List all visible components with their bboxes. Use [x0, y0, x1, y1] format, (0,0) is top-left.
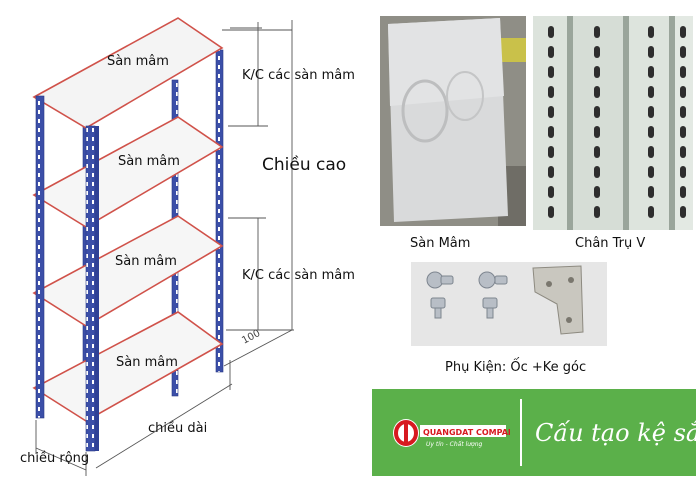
post-slot: [594, 166, 600, 178]
dimension-value: 100: [240, 328, 262, 347]
banner-title: Cấu tạo kệ sắt: [535, 419, 700, 447]
post-caption: Chân Trụ V: [575, 236, 646, 251]
post-slot: [548, 86, 554, 98]
post-slot: [594, 186, 600, 198]
post-slot: [548, 186, 554, 198]
post-slot: [648, 166, 654, 178]
spacing-label-bottom: K/C các sàn mâm: [242, 268, 355, 283]
post-slot: [594, 66, 600, 78]
shelf-3: [32, 215, 224, 327]
length-label: chiều dài: [148, 421, 208, 436]
accessories-caption: Phụ Kiện: Ốc +Ke góc: [445, 360, 587, 375]
panel-caption: Sàn Mâm: [410, 236, 471, 251]
post-slot: [594, 86, 600, 98]
post-slot: [648, 86, 654, 98]
post-slot: [680, 146, 686, 158]
post-slot: [594, 26, 600, 38]
post-slot: [548, 106, 554, 118]
post-slot: [548, 146, 554, 158]
post-slot: [648, 206, 654, 218]
front-right-post: [85, 125, 96, 452]
upright-post-photo: [533, 16, 693, 230]
post-slot: [648, 106, 654, 118]
shelf-diagram: 100: [32, 17, 294, 476]
post-slot: [648, 146, 654, 158]
post-slot: [594, 126, 600, 138]
logo-slogan: Uy tín - Chất lượng: [426, 441, 483, 448]
post-slot: [680, 66, 686, 78]
post-slot: [548, 46, 554, 58]
shelf-4: [32, 311, 224, 422]
post-slot: [680, 106, 686, 118]
post-slot: [680, 26, 686, 38]
post-slot: [680, 86, 686, 98]
post-slot: [648, 46, 654, 58]
post-slot: [548, 166, 554, 178]
post-slot: [548, 126, 554, 138]
shelf-label-4: Sàn mâm: [116, 355, 178, 370]
post-slot: [648, 26, 654, 38]
title-banner: QUANGDAT COMPANY Uy tín - Chất lượng Cấu…: [372, 389, 700, 476]
spacing-label-top: K/C các sàn mâm: [242, 68, 355, 83]
shelf-2: [32, 116, 224, 228]
height-dimension: [222, 20, 294, 367]
post-slot: [680, 46, 686, 58]
post-slot: [548, 66, 554, 78]
accessories-photo: [411, 262, 607, 346]
post-slot: [548, 26, 554, 38]
post-slot: [594, 46, 600, 58]
post-slot: [648, 126, 654, 138]
post-slot: [648, 66, 654, 78]
post-slot: [548, 206, 554, 218]
post-slot: [594, 206, 600, 218]
post-slot: [680, 166, 686, 178]
shelf-1: [32, 17, 224, 129]
post-slot: [594, 106, 600, 118]
shelf-label-1: Sàn mâm: [107, 54, 169, 69]
length-dimension: [95, 360, 233, 469]
back-right-post: [215, 49, 224, 373]
post-slot: [648, 186, 654, 198]
width-label: chiều rộng: [20, 451, 90, 466]
shelf-panel-photo: [380, 16, 526, 226]
banner-divider: [520, 399, 522, 466]
post-slot: [594, 146, 600, 158]
logo-text: QUANGDAT COMPANY: [423, 428, 510, 437]
front-left-post: [35, 95, 45, 419]
company-logo: QUANGDAT COMPANY Uy tín - Chất lượng: [390, 414, 521, 452]
post-slot: [680, 126, 686, 138]
height-label: Chiều cao: [262, 155, 347, 175]
post-slot: [680, 206, 686, 218]
shelf-label-2: Sàn mâm: [118, 154, 180, 169]
width-dimension: [35, 420, 87, 476]
shelf-label-3: Sàn mâm: [115, 254, 177, 269]
post-slot: [680, 186, 686, 198]
